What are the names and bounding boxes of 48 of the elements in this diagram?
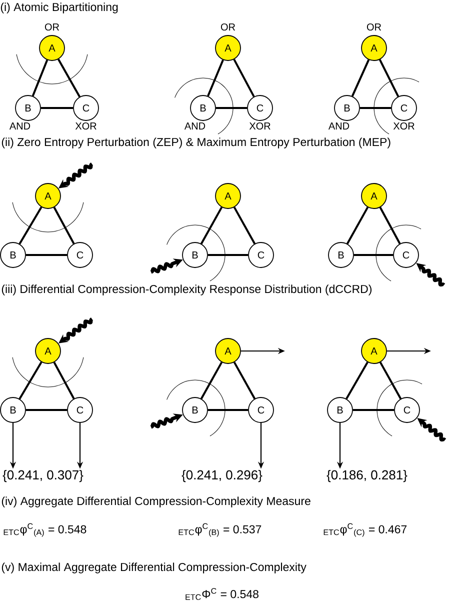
section-heading: (ii) Zero Entropy Perturbation (ZEP) & Maximum Entropy Perturbation (MEP) [2,138,390,148]
edge-line [207,60,224,96]
edge-line [379,206,401,244]
edge-line [26,409,68,411]
gate-label: XOR [75,122,96,130]
edge-line [208,254,248,256]
edge-line [32,60,48,96]
edge-line [200,362,223,400]
gate-label: OR [44,23,60,31]
edge-line [378,59,400,97]
edge-line [18,362,42,400]
formula: $_{ETC}$φ$^{C}$$_{(C)}$ = 0.467 [324,523,407,537]
gate-label: XOR [249,122,270,130]
edge-line [26,254,68,256]
formula: $_{ETC}$φ$^{C}$$_{(A)}$ = 0.548 [4,523,86,537]
gate-label: OR [220,23,236,31]
edge-line [351,59,370,97]
edge-line [352,409,394,411]
edge-line [40,107,74,109]
gate-label: XOR [393,122,414,130]
edge-line [379,362,402,400]
edge-line [200,206,223,244]
edge-line [233,362,256,400]
value-set: {0.241, 0.296} [182,470,262,482]
section-heading: (iv) Aggregate Differential Compression-Complexity Measure [2,496,310,508]
gate-label: AND [328,122,350,130]
edge-line [360,107,392,109]
section-heading: (iii) Differential Compression-Complexity Response Distribution (dCCRD) [2,284,372,296]
edge-line [58,58,80,98]
gate-label: AND [9,122,30,130]
edge-line [354,254,394,256]
formula: $_{ETC}$φ$^{C}$$_{(B)}$ = 0.537 [178,523,262,537]
edge-line [346,362,368,400]
edge-line [18,206,42,244]
edge-line [53,206,75,244]
edge-line [233,58,255,98]
edge-line [216,107,248,109]
section-heading: (i) Atomic Bipartitioning [0,2,118,14]
gate-label: OR [366,23,382,31]
edge-line [53,362,75,400]
gate-label: AND [184,122,206,130]
edge-line [233,206,256,244]
edge-line [346,206,369,244]
edge-line [208,409,248,411]
section-heading: (v) Maximal Aggregate Differential Compression-Complexity [2,562,306,574]
value-set: {0.241, 0.307} [2,470,84,482]
value-set: {0.186, 0.281} [326,470,408,482]
formula: $_{ETC}$Φ$^{C}$ = 0.548 [186,588,258,600]
